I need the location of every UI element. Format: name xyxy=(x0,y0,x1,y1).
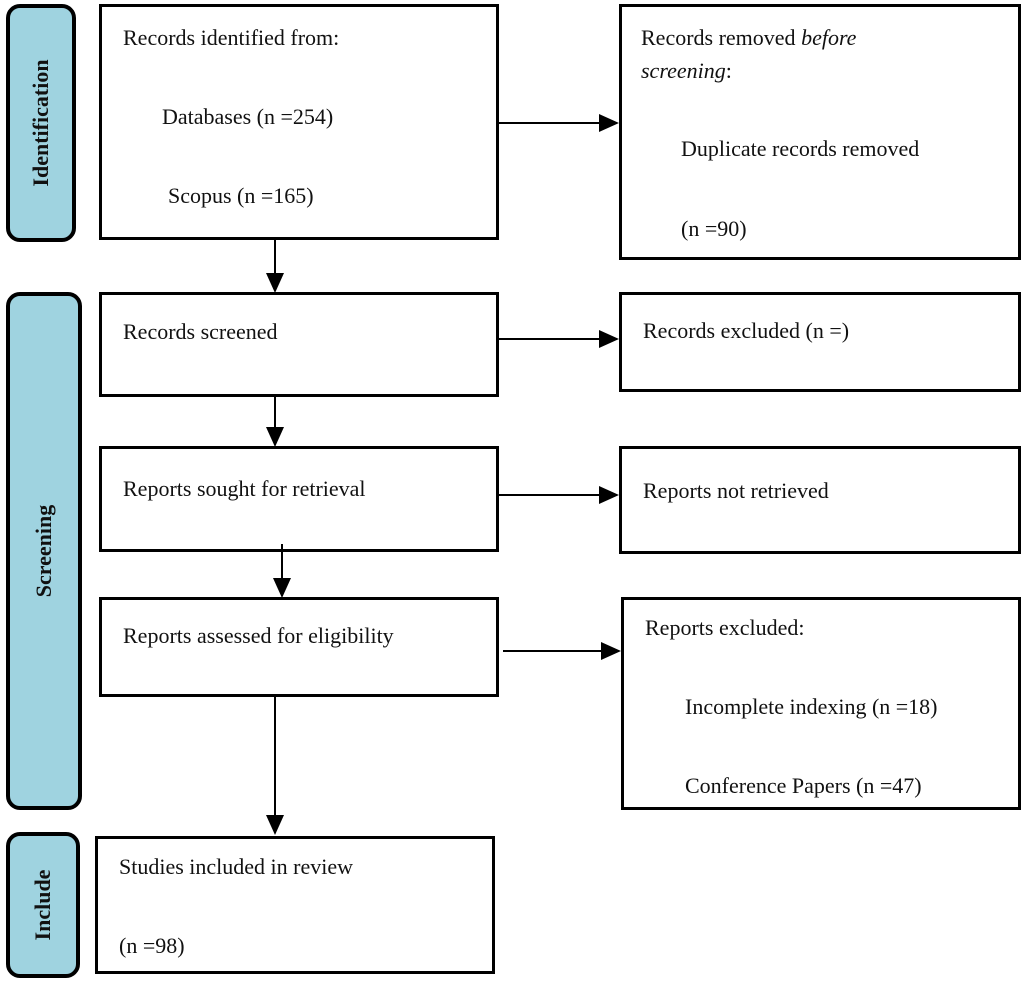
records-excluded-box: Records excluded (n =) xyxy=(619,292,1021,392)
conference-papers-count: Conference Papers (n =47) xyxy=(685,773,922,798)
databases-count: Databases (n =254) xyxy=(162,104,334,129)
incomplete-indexing-count: Incomplete indexing (n =18) xyxy=(685,694,938,719)
records-identified-title: Records identified from: xyxy=(123,25,340,50)
reports-assessed-box: Reports assessed for eligibility xyxy=(99,597,499,697)
records-removed-title-prefix: Records removed xyxy=(641,25,802,50)
scopus-count: Scopus (n =165) xyxy=(168,183,314,208)
reports-sought-box: Reports sought for retrieval xyxy=(99,446,499,552)
records-removed-box: Records removed before screening: Duplic… xyxy=(619,4,1021,260)
studies-included-count: (n =98) xyxy=(119,933,185,958)
records-removed-title-screening: screening xyxy=(641,58,726,83)
records-identified-box: Records identified from: Databases (n =2… xyxy=(99,4,499,240)
reports-excluded-title: Reports excluded: xyxy=(645,615,805,640)
phase-include: Include xyxy=(6,832,80,978)
reports-excluded-box: Reports excluded: Incomplete indexing (n… xyxy=(621,597,1021,810)
records-removed-title-line2: screening: xyxy=(641,60,732,82)
duplicate-records-label: Duplicate records removed xyxy=(681,136,920,161)
records-screened-title: Records screened xyxy=(123,319,278,344)
phase-identification: Identification xyxy=(6,4,76,242)
records-excluded-title: Records excluded (n =) xyxy=(643,318,850,343)
reports-not-retrieved-box: Reports not retrieved xyxy=(619,446,1021,554)
studies-included-title: Studies included in review xyxy=(119,854,354,879)
records-removed-title-suffix: : xyxy=(725,58,732,83)
phase-screening: Screening xyxy=(6,292,82,810)
records-removed-title: Records removed before xyxy=(641,27,856,49)
reports-sought-title: Reports sought for retrieval xyxy=(123,476,366,501)
records-removed-title-before: before xyxy=(801,25,857,50)
reports-not-retrieved-title: Reports not retrieved xyxy=(643,478,829,503)
reports-assessed-title: Reports assessed for eligibility xyxy=(123,623,394,648)
duplicate-records-count: (n =90) xyxy=(681,216,747,241)
records-screened-box: Records screened xyxy=(99,292,499,397)
studies-included-box: Studies included in review (n =98) xyxy=(95,836,495,974)
